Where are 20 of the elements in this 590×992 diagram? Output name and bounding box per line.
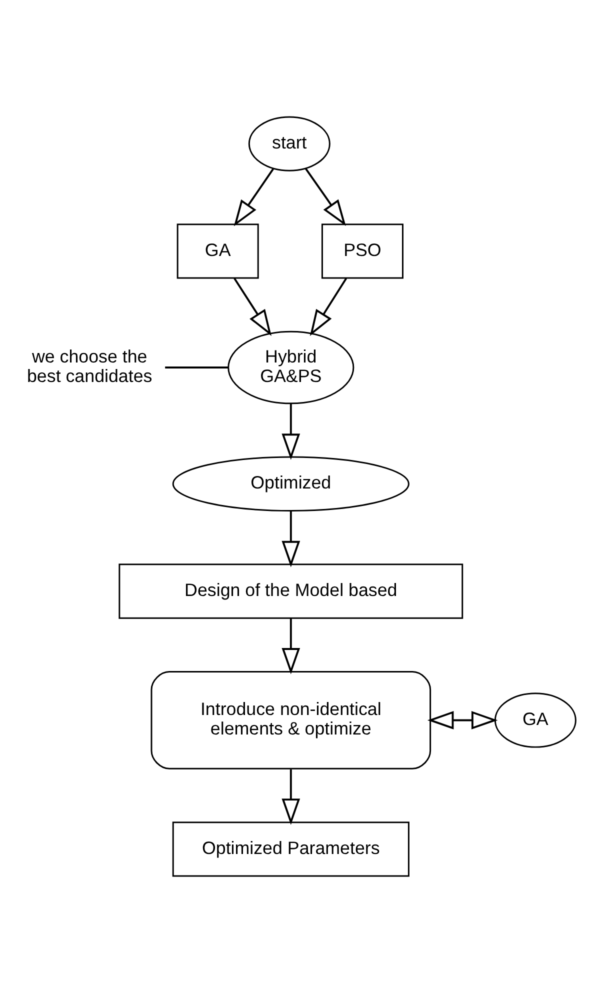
arrow: [234, 277, 272, 336]
node-box: Design of the Model based: [118, 563, 464, 618]
arrow: [304, 167, 346, 226]
node-ellipse: Hybrid GA&PS: [228, 330, 354, 404]
node-box: PSO: [321, 223, 404, 278]
node-box: GA: [176, 223, 259, 278]
connector: [165, 366, 228, 368]
arrow: [282, 403, 300, 460]
node-box: Introduce non-identical elements & optimize: [150, 670, 432, 769]
node-ellipse: Optimized: [172, 456, 410, 511]
arrow: [282, 618, 300, 674]
arrow: [234, 168, 274, 226]
node-ellipse: start: [248, 116, 330, 171]
arrow: [282, 768, 300, 824]
node-text: we choose the best candidates: [26, 346, 152, 386]
node-ellipse: GA: [494, 692, 576, 748]
arrow: [282, 510, 300, 567]
arrow: [310, 277, 348, 336]
arrow: [427, 710, 498, 729]
node-box: Optimized Parameters: [172, 821, 410, 876]
